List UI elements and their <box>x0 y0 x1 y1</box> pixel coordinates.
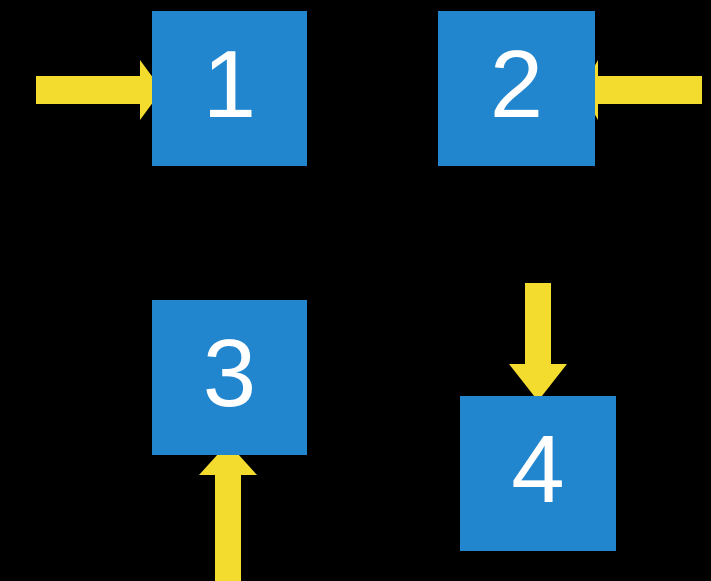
diagram-node-4[interactable]: 4 <box>460 396 616 551</box>
arrow-right-into-node-1-icon <box>36 60 162 120</box>
diagram-node-2[interactable]: 2 <box>438 11 595 166</box>
diagram-node-4-label: 4 <box>511 415 565 523</box>
arrow-left-into-node-2-icon <box>581 60 702 120</box>
diagram-node-2-label: 2 <box>489 30 544 138</box>
diagram-node-3[interactable]: 3 <box>152 300 307 455</box>
diagram-node-1-label: 1 <box>202 30 257 138</box>
arrow-down-into-node-4-icon <box>509 283 567 401</box>
diagram-node-1[interactable]: 1 <box>152 11 307 166</box>
diagram-node-3-label: 3 <box>202 319 257 427</box>
arrow-up-into-node-3-icon <box>199 443 257 581</box>
